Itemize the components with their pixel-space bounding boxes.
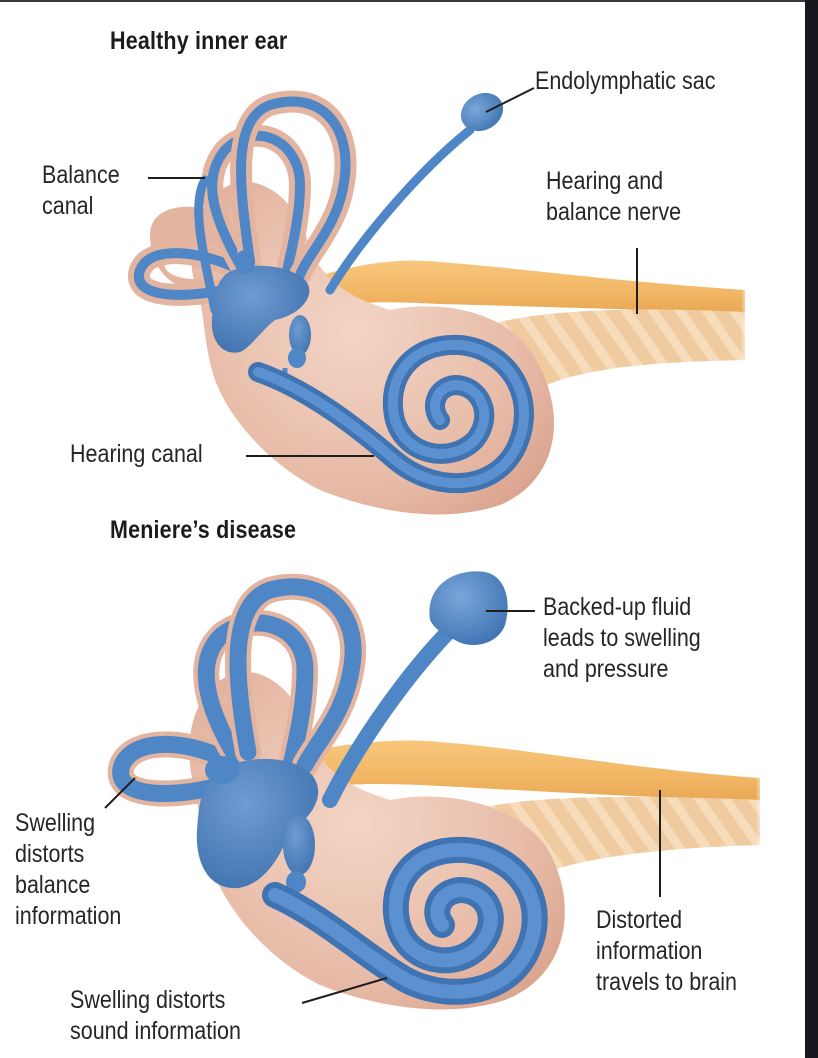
healthy-leader-lines — [148, 87, 638, 457]
panel-title-healthy: Healthy inner ear — [110, 27, 288, 55]
label-endolymphatic-sac: Endolymphatic sac — [535, 67, 716, 95]
top-border — [0, 0, 805, 2]
balance-canals — [128, 90, 357, 315]
menieres-ear-illustration — [107, 571, 765, 1010]
label-balance-canal: Balance canal — [42, 161, 120, 220]
label-backed-up-fluid: Backed-up fluid leads to swelling and pr… — [543, 593, 701, 683]
label-distorted-information: Distorted information travels to brain — [596, 906, 738, 996]
menieres-leader-lines — [104, 610, 661, 1004]
label-hearing-canal: Hearing canal — [70, 440, 203, 468]
label-hearing-balance-nerve: Hearing and balance nerve — [546, 167, 682, 226]
swollen-endolymphatic-sac — [322, 571, 508, 808]
healthy-ear-illustration — [128, 90, 750, 515]
swollen-cochlea — [262, 836, 548, 1005]
leader-swelling-balance — [104, 777, 136, 809]
cochlea — [248, 334, 534, 494]
swollen-balance-canals — [107, 573, 367, 807]
swollen-vestibule — [196, 756, 319, 893]
right-frame — [805, 0, 818, 1058]
hearing-balance-nerve-shape — [300, 260, 750, 400]
leader-swelling-sound — [301, 977, 388, 1004]
label-swelling-sound: Swelling distorts sound information — [70, 986, 241, 1045]
panel-title-menieres: Meniere’s disease — [110, 516, 297, 544]
endolymphatic-sac-shape — [325, 92, 504, 295]
label-swelling-balance: Swelling distorts balance information — [15, 809, 122, 930]
leader-endolymphatic-sac — [485, 87, 535, 113]
